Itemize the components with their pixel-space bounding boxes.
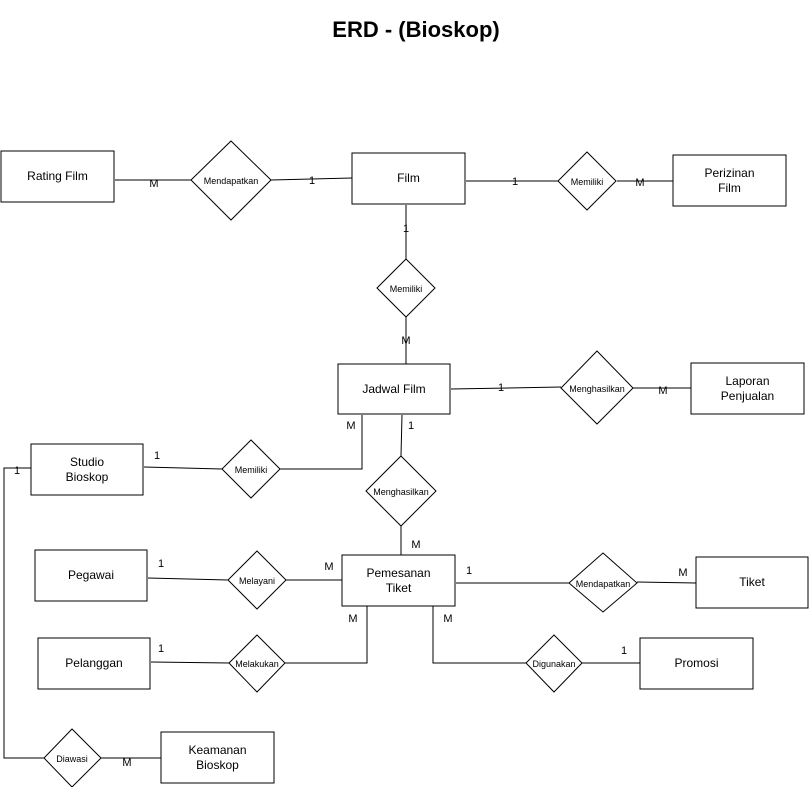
edge-pelanggan-melakukan: [150, 661, 230, 664]
entity-label: Pegawai: [68, 568, 114, 582]
relationship-label: Melayani: [239, 576, 275, 586]
entity-pemesanan-tiket[interactable]: Pemesanan Tiket: [341, 554, 456, 607]
cardinality-label: M: [348, 613, 357, 625]
edge-mendapatkan-film: [270, 177, 353, 181]
entity-label-line1: Keamanan: [188, 743, 246, 757]
entity-label: Rating Film: [27, 169, 88, 183]
edge-mendapatkan2-tiket: [636, 581, 697, 584]
entity-label: Pelanggan: [65, 656, 122, 670]
cardinality-label: 1: [512, 176, 518, 188]
edge-pemesanan-digunakan: [432, 606, 526, 664]
relationship-label: Memiliki: [235, 465, 268, 475]
entity-label-line2: Bioskop: [66, 470, 109, 484]
cardinality-label: 1: [498, 382, 504, 394]
cardinality-label: M: [122, 757, 131, 769]
cardinality-label: M: [678, 567, 687, 579]
cardinality-label: 1: [309, 175, 315, 187]
edge-melakukan-pemesanan: [285, 606, 368, 664]
entity-label: Jadwal Film: [362, 382, 425, 396]
entity-label-line2: Bioskop: [196, 758, 239, 772]
entity-label-line1: Laporan: [725, 374, 769, 388]
entity-pegawai[interactable]: Pegawai: [34, 549, 148, 602]
cardinality-label: M: [411, 539, 420, 551]
entity-studio-bioskop[interactable]: Studio Bioskop: [30, 443, 144, 496]
relationship-melakukan[interactable]: Melakukan: [228, 634, 286, 693]
relationship-memiliki-perizinan[interactable]: Memiliki: [557, 151, 617, 211]
entity-label-line1: Studio: [70, 455, 104, 469]
entity-label: Tiket: [739, 575, 765, 589]
edge-jadwal-menghasilkan: [450, 386, 562, 390]
edge-jadwal-menghasilkan2: [400, 414, 403, 457]
relationship-label: Memiliki: [390, 284, 423, 294]
relationship-diawasi[interactable]: Diawasi: [43, 728, 102, 787]
cardinality-label: 1: [408, 420, 414, 432]
entity-label-line1: Perizinan: [704, 166, 754, 180]
cardinality-label: M: [443, 613, 452, 625]
cardinality-label: M: [149, 178, 158, 190]
entity-label: Promosi: [674, 656, 718, 670]
cardinality-label: 1: [466, 565, 472, 577]
relationship-menghasilkan-laporan[interactable]: Menghasilkan: [560, 350, 634, 425]
relationship-mendapatkan-rating[interactable]: Mendapatkan: [190, 140, 272, 221]
relationship-label: Mendapatkan: [576, 579, 631, 589]
relationship-memiliki-jadwal[interactable]: Memiliki: [376, 258, 436, 318]
relationship-memiliki-studio[interactable]: Memiliki: [221, 439, 281, 499]
cardinality-label: M: [346, 420, 355, 432]
entity-perizinan-film[interactable]: Perizinan Film: [672, 154, 787, 207]
edge-jadwal-memiliki3: [280, 415, 363, 470]
entity-label-line2: Tiket: [386, 581, 412, 595]
edge-studio-diawasi: [3, 467, 44, 759]
edge-memiliki3-studio: [143, 466, 223, 470]
relationship-mendapatkan-tiket[interactable]: Mendapatkan: [568, 552, 638, 613]
entity-tiket[interactable]: Tiket: [695, 556, 809, 609]
relationship-label: Memiliki: [571, 177, 604, 187]
cardinality-label: 1: [403, 223, 409, 235]
entity-pelanggan[interactable]: Pelanggan: [37, 637, 151, 690]
page-title: ERD - (Bioskop): [332, 17, 499, 42]
cardinality-label: 1: [621, 645, 627, 657]
cardinality-label: 1: [14, 465, 20, 477]
cardinality-label: M: [401, 335, 410, 347]
entity-label-line1: Pemesanan: [366, 566, 430, 580]
entity-jadwal-film[interactable]: Jadwal Film: [337, 363, 451, 415]
entity-keamanan-bioskop[interactable]: Keamanan Bioskop: [160, 731, 275, 784]
entity-label: Film: [397, 171, 420, 185]
relationship-label: Melakukan: [235, 659, 279, 669]
entity-rating-film[interactable]: Rating Film: [0, 150, 115, 203]
relationship-digunakan[interactable]: Digunakan: [525, 634, 583, 693]
cardinality-label: 1: [158, 558, 164, 570]
relationship-label: Menghasilkan: [373, 487, 429, 497]
entity-label-line2: Penjualan: [721, 389, 774, 403]
entity-promosi[interactable]: Promosi: [639, 637, 754, 690]
relationship-label: Diawasi: [56, 754, 88, 764]
relationship-label: Digunakan: [532, 659, 575, 669]
relationship-melayani[interactable]: Melayani: [227, 550, 287, 610]
relationship-label: Mendapatkan: [204, 176, 259, 186]
cardinality-label: M: [324, 561, 333, 573]
cardinality-label: 1: [158, 643, 164, 655]
entity-laporan-penjualan[interactable]: Laporan Penjualan: [690, 362, 805, 415]
connector-lines: [3, 177, 697, 759]
cardinality-label: 1: [154, 450, 160, 462]
entity-film[interactable]: Film: [351, 152, 466, 205]
relationship-label: Menghasilkan: [569, 384, 625, 394]
cardinality-label: M: [635, 177, 644, 189]
entity-label-line2: Film: [718, 181, 741, 195]
cardinality-label: M: [658, 385, 667, 397]
cardinality-labels: M 1 1 M 1 M 1 M M 1 1 1 M 1 M 1 M M M 1 …: [14, 175, 688, 769]
relationship-menghasilkan-pemesanan[interactable]: Menghasilkan: [365, 455, 437, 527]
edge-pegawai-melayani: [147, 577, 229, 581]
